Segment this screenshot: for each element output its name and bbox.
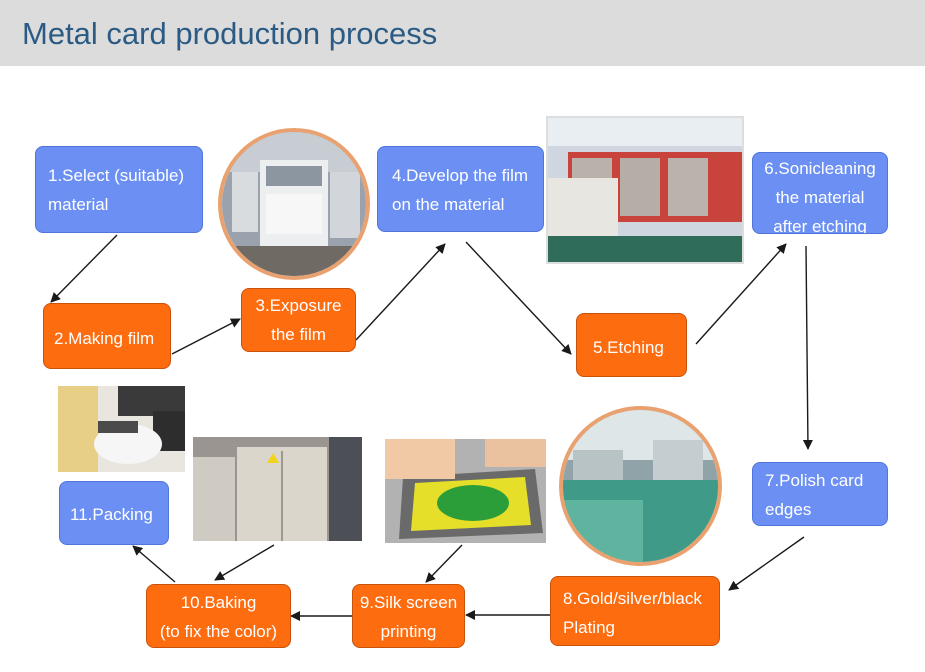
baking-oven-photo <box>193 437 362 541</box>
step-10-baking: 10.Baking (to fix the color) <box>146 584 291 648</box>
step-5-etching: 5.Etching <box>576 313 687 377</box>
step-1-select-material: 1.Select (suitable) material <box>35 146 203 233</box>
step-9-line-2: printing <box>380 622 437 641</box>
step-8-line-2: Plating <box>563 618 615 637</box>
silk-screen-photo <box>385 439 546 543</box>
step-6-line-1: 6.Sonicleaning <box>764 159 876 178</box>
step-2-making-film: 2.Making film <box>43 303 171 369</box>
step-6-line-2: the material <box>775 188 865 207</box>
step-3-exposure: 3.Exposure the film <box>241 288 356 352</box>
step-11-line-1: 11.Packing <box>70 505 153 524</box>
step-6-line-3: after etching <box>773 217 867 234</box>
step-3-line-2: the film <box>271 325 326 344</box>
step-7-polish-edges: 7.Polish card edges <box>752 462 888 526</box>
step-4-line-1: 4.Develop the film <box>392 166 529 185</box>
step-1-line-2: material <box>48 195 109 214</box>
step-9-line-1: 9.Silk screen <box>359 593 458 612</box>
step-11-packing: 11.Packing <box>59 481 169 545</box>
step-10-line-2: (to fix the color) <box>159 622 278 641</box>
step-7-line-2: edges <box>765 500 812 519</box>
plating-line-photo <box>559 406 722 566</box>
step-4-line-2: on the material <box>392 195 505 214</box>
step-5-line-1: 5.Etching <box>593 338 664 357</box>
step-8-line-1: 8.Gold/silver/black <box>563 589 702 608</box>
title-bar: Metal card production process <box>0 0 925 66</box>
etching-line-photo <box>546 116 744 264</box>
step-9-silk-screen: 9.Silk screen printing <box>352 584 465 648</box>
packing-photo <box>58 386 185 472</box>
page-title: Metal card production process <box>22 16 438 51</box>
step-7-line-1: 7.Polish card <box>765 471 864 490</box>
step-2-line-1: 2.Making film <box>54 329 155 348</box>
step-8-plating: 8.Gold/silver/black Plating <box>550 576 720 646</box>
step-3-line-1: 3.Exposure <box>255 296 342 315</box>
step-1-line-1: 1.Select (suitable) <box>48 166 185 185</box>
step-6-sonicleaning: 6.Sonicleaning the material after etchin… <box>752 152 888 234</box>
step-4-develop-film: 4.Develop the film on the material <box>377 146 544 232</box>
step-10-line-1: 10.Baking <box>180 593 257 612</box>
